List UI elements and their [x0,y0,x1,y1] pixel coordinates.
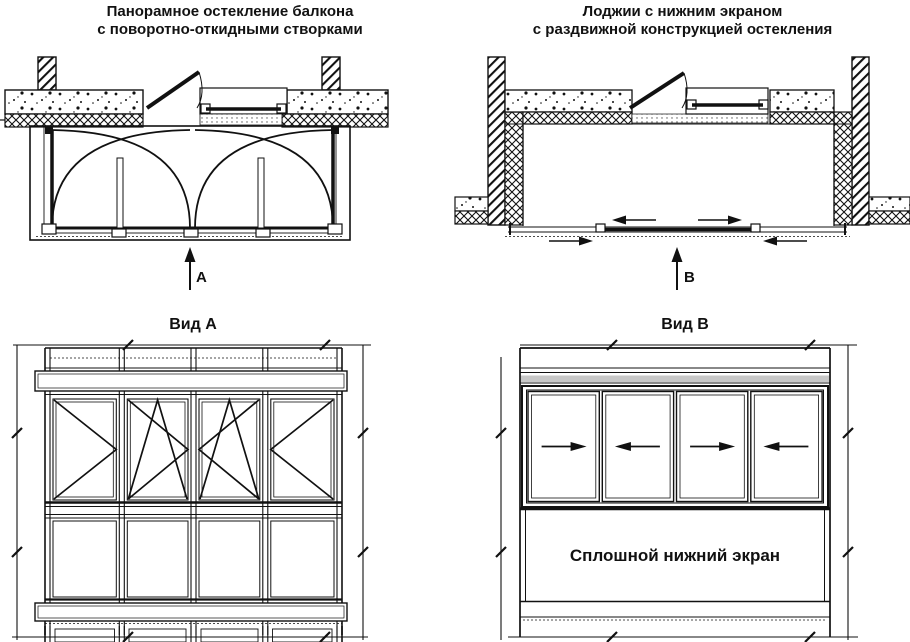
section-arrow-a-icon [184,247,196,290]
wall-pier [321,56,341,91]
elevation-a-drawing [11,339,371,642]
open-door-leaf [145,70,203,110]
window-in-plan [685,87,769,115]
tilt-turn-sashes-elevation [52,397,335,501]
plan-right-drawing [454,56,910,246]
view-a-title: Вид А [169,316,217,333]
casement-symbol [53,399,334,500]
section-arrow-b-icon [671,247,683,290]
plan-left-title-line1: Панорамное остекление балкона [106,3,354,20]
solid-bottom-screen-label: Сплошной нижний экран [569,546,781,565]
plan-right-title-line2: с раздвижной конструкцией остекления [532,21,833,38]
sliding-direction-arrows-plan [549,215,807,246]
wall-pier [487,56,506,226]
sliding-sashes-elevation [521,385,829,508]
tilt-turn-sash-swings [50,129,335,229]
plan-left-title-line2: с поворотно-откидными створками [97,21,363,38]
section-arrow-a-label: А [196,269,207,286]
window-in-plan [199,87,288,126]
wall-pier [851,56,870,226]
view-b-title: Вид В [661,316,709,333]
lower-panels [52,520,335,598]
open-door-leaf [628,71,688,110]
plan-left-drawing [0,56,389,241]
tilt-turn-symbol [127,397,260,500]
solid-bottom-screen-panel [520,510,830,621]
plan-right-title-line1: Лоджии с нижним экраном [582,3,783,20]
plan-right-title: Лоджии с нижним экраном с раздвижной кон… [460,3,905,39]
elevation-b-drawing [495,339,858,642]
sliding-direction-arrows-elevation [541,442,809,451]
sliding-glazing-track [505,223,850,237]
wall-pier [37,56,57,91]
section-arrow-b-label: В [684,269,695,286]
plan-left-title: Панорамное остекление балкона с поворотн… [10,3,450,39]
bottom-panel-row [44,626,343,642]
